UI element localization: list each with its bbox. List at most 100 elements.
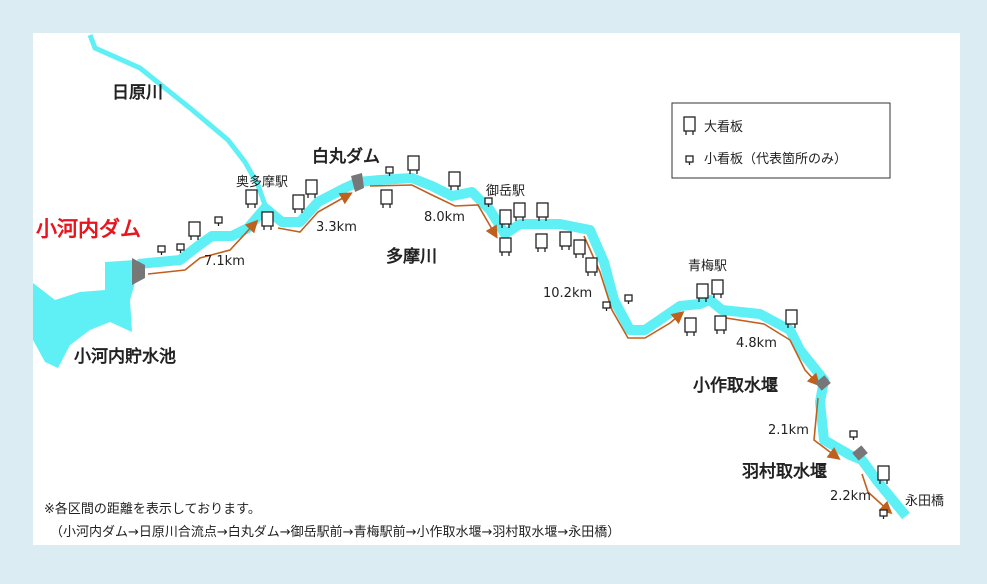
large-sign-icon — [261, 211, 274, 230]
distance-arrow — [725, 317, 821, 387]
footnote-route: （小河内ダム→日原川合流点→白丸ダム→御岳駅前→青梅駅前→小作取水堰→羽村取水堰… — [50, 525, 621, 540]
sign-board — [261, 211, 274, 227]
legend-small-sign: 小看板（代表箇所のみ） — [704, 151, 847, 167]
small-sign-icon — [879, 509, 888, 519]
sign-board — [585, 257, 598, 273]
legend-large-sign: 大看板 — [704, 119, 743, 135]
large-sign-icon — [683, 116, 696, 135]
distance-arrow — [277, 192, 353, 233]
sign-board — [535, 233, 548, 249]
sign-board — [877, 465, 890, 481]
tama-river-label: 多摩川 — [386, 246, 437, 267]
large-sign-icon — [513, 202, 526, 221]
reservoir-label: 小河内貯水池 — [74, 346, 176, 367]
large-sign-icon — [785, 309, 798, 328]
ome-station-label: 青梅駅 — [688, 259, 727, 274]
sign-board — [499, 237, 512, 253]
sign-board — [176, 243, 185, 251]
large-sign-icon — [714, 315, 727, 334]
sign-board — [785, 309, 798, 325]
sign-board — [711, 279, 724, 295]
small-sign-icon — [849, 430, 858, 440]
sign-board — [245, 189, 258, 205]
legend: 大看板 小看板（代表箇所のみ） — [671, 102, 891, 179]
small-sign-icon — [602, 301, 611, 311]
large-sign-icon — [499, 237, 512, 256]
sign-board — [157, 245, 166, 253]
large-sign-icon — [877, 465, 890, 484]
shiromaru-dam-icon — [351, 173, 364, 192]
distance-arrow — [583, 235, 685, 339]
sign-board — [305, 179, 318, 195]
mitake-station-label: 御岳駅 — [486, 184, 525, 199]
ogouchi-dam-label: 小河内ダム — [36, 217, 141, 241]
distance-label: 8.0km — [424, 210, 465, 225]
small-sign-icon — [214, 216, 223, 226]
small-sign-icon — [685, 155, 694, 165]
large-sign-icon — [245, 189, 258, 208]
large-sign-icon — [380, 189, 393, 208]
sign-board — [573, 239, 586, 255]
distance-label: 2.1km — [768, 423, 809, 438]
distance-label: 4.8km — [736, 336, 777, 351]
hamura-weir-label: 羽村取水堰 — [742, 461, 827, 482]
sign-board — [602, 301, 611, 309]
sign-board — [714, 315, 727, 331]
okutama-station-label: 奥多摩駅 — [236, 174, 288, 190]
distance-arrow — [861, 473, 893, 515]
footnote: ※各区間の距離を表示しております。 — [44, 502, 261, 517]
large-sign-icon — [573, 239, 586, 258]
sign-board — [879, 509, 888, 517]
sign-board — [407, 155, 420, 171]
distance-arrow — [813, 397, 841, 460]
hara-river-label: 日原川 — [112, 83, 163, 103]
sign-markers — [157, 155, 890, 519]
small-sign-icon — [484, 197, 493, 207]
hamura-weir-icon — [852, 445, 868, 461]
sign-board — [292, 194, 305, 210]
small-sign-icon — [385, 166, 394, 176]
reservoir — [33, 260, 138, 368]
large-sign-icon — [535, 233, 548, 252]
sign-board — [559, 231, 572, 247]
sign-board — [684, 317, 697, 333]
sign-board — [499, 209, 512, 225]
ogouchi-dam-icon — [132, 258, 145, 285]
large-sign-icon — [585, 257, 598, 276]
small-sign-icon — [624, 294, 633, 304]
hara-river — [87, 34, 268, 206]
large-sign-icon — [559, 231, 572, 250]
distance-arrows — [147, 184, 893, 515]
sign-board — [683, 116, 696, 132]
large-sign-icon — [711, 279, 724, 298]
osaku-weir-label: 小作取水堰 — [693, 375, 778, 396]
large-sign-icon — [188, 221, 201, 240]
large-sign-icon — [684, 317, 697, 336]
sign-board — [696, 283, 709, 299]
sign-board — [188, 221, 201, 237]
small-sign-icon — [157, 245, 166, 255]
sign-board — [380, 189, 393, 205]
large-sign-icon — [696, 283, 709, 302]
large-sign-icon — [448, 171, 461, 190]
nagata-bridge-label: 永田橋 — [905, 494, 944, 509]
distance-label: 2.2km — [830, 489, 871, 504]
shiromaru-dam-label: 白丸ダム — [312, 146, 380, 167]
large-sign-icon — [407, 155, 420, 174]
sign-board — [536, 202, 549, 218]
distance-label: 3.3km — [316, 220, 357, 235]
distance-label: 10.2km — [543, 286, 592, 301]
small-sign-icon — [176, 243, 185, 253]
large-sign-icon — [292, 194, 305, 213]
large-sign-icon — [499, 209, 512, 228]
sign-board — [214, 216, 223, 224]
large-sign-icon — [536, 202, 549, 221]
sign-board — [448, 171, 461, 187]
osaku-weir-icon — [815, 375, 831, 391]
sign-board — [685, 155, 694, 163]
distance-arrow — [369, 184, 498, 239]
sign-board — [385, 166, 394, 174]
distance-label: 7.1km — [204, 254, 245, 269]
distance-arrow — [147, 219, 259, 275]
